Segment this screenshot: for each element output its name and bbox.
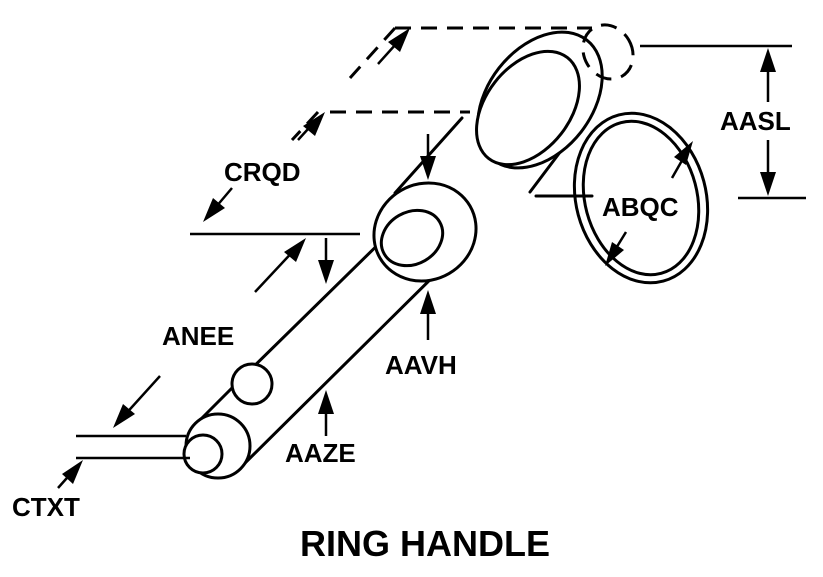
crqd-dimension [203,28,410,222]
label-aaze: AAZE [285,438,356,468]
pin-shaft [182,113,590,480]
ctxt-dimension [57,434,190,489]
label-aasl: AASL [720,106,791,136]
anee-dimension [113,232,360,428]
label-crqd: CRQD [224,157,301,187]
label-ctxt: CTXT [12,492,80,522]
label-anee: ANEE [162,321,234,351]
pull-ring [572,111,710,285]
label-abqc: ABQC [602,192,679,222]
crqd-dashed-plane [290,26,592,142]
aasl-dimension [640,44,806,200]
abqc-dimension [605,141,693,266]
diagram-title: RING HANDLE [300,523,550,564]
label-aavh: AAVH [385,350,457,380]
pin-head [475,23,635,198]
aavh-dimension [420,134,436,340]
aaze-dimension [318,390,334,436]
